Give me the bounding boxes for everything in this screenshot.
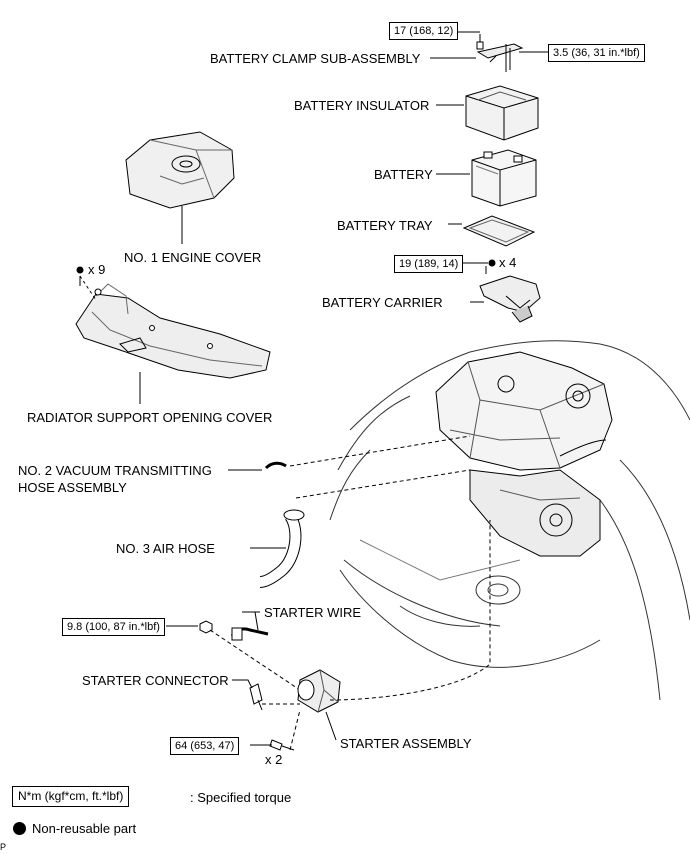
battery-carrier-illustration	[479, 266, 541, 323]
label-battery-tray: BATTERY TRAY	[337, 218, 433, 233]
leader-starter-assembly	[325, 711, 337, 741]
dashed-starter	[329, 520, 491, 701]
legend-torque-desc: : Specified torque	[190, 790, 292, 805]
carrier-bolt-mark	[488, 259, 496, 267]
label-starter-wire: STARTER WIRE	[264, 605, 362, 620]
wire-nut-illustration	[199, 620, 213, 634]
leader-clip-dashed	[79, 275, 97, 301]
torque-box-wire-nut: 9.8 (100, 87 in.*lbf)	[62, 618, 165, 636]
dashed-air-hose	[295, 469, 471, 499]
torque-box-starter-bolt: 64 (653, 47)	[170, 737, 240, 755]
nonreusable-dot-icon	[13, 822, 26, 835]
starter-bolt-illustration	[269, 739, 295, 751]
corner-mark: P	[0, 842, 7, 852]
battery-illustration	[471, 149, 537, 207]
starter-assembly-illustration	[297, 669, 341, 713]
label-starter-connector: STARTER CONNECTOR	[82, 673, 229, 688]
label-battery-carrier: BATTERY CARRIER	[322, 295, 443, 310]
battery-tray-illustration	[462, 215, 536, 247]
label-vacuum-hose-line2: HOSE ASSEMBLY	[18, 480, 127, 495]
vehicle-front-illustration	[329, 340, 690, 701]
label-engine-cover: NO. 1 ENGINE COVER	[124, 250, 262, 265]
label-battery-clamp: BATTERY CLAMP SUB-ASSEMBLY	[210, 51, 421, 66]
label-air-hose: NO. 3 AIR HOSE	[116, 541, 215, 556]
battery-insulator-illustration	[465, 85, 539, 141]
radiator-cover-illustration	[75, 283, 271, 379]
starter-connector-illustration	[249, 683, 263, 711]
engine-cover-illustration	[125, 131, 235, 209]
qty-starter-bolts: x 2	[265, 752, 283, 767]
legend-torque-units: N*m (kgf*cm, ft.*lbf)	[12, 786, 130, 807]
battery-clamp-illustration	[476, 34, 524, 72]
legend-nonreusable: Non-reusable part	[32, 821, 137, 836]
label-battery: BATTERY	[374, 167, 433, 182]
qty-carrier-bolts: x 4	[499, 255, 517, 270]
torque-box-clamp-bolt: 17 (168, 12)	[389, 22, 459, 40]
dashed-starter-bolt	[289, 709, 301, 751]
label-battery-insulator: BATTERY INSULATOR	[294, 98, 430, 113]
starter-wire-illustration	[230, 627, 269, 641]
leader-starter-connector	[232, 679, 253, 689]
leader-starter-wire	[254, 611, 259, 631]
label-radiator-cover: RADIATOR SUPPORT OPENING COVER	[27, 410, 273, 425]
air-hose-illustration	[259, 509, 305, 588]
engine-assembly-illustration	[435, 351, 613, 557]
torque-box-clamp-nut: 3.5 (36, 31 in.*lbf)	[548, 44, 645, 62]
label-vacuum-hose-line1: NO. 2 VACUUM TRANSMITTING	[18, 463, 212, 478]
label-starter-assembly: STARTER ASSEMBLY	[340, 736, 472, 751]
torque-box-carrier-bolt: 19 (189, 14)	[394, 255, 464, 273]
qty-radiator-clips: x 9	[88, 262, 106, 277]
clip-mark	[76, 266, 84, 274]
dashed-vacuum-hose	[289, 435, 471, 467]
vacuum-hose-illustration	[264, 461, 287, 470]
